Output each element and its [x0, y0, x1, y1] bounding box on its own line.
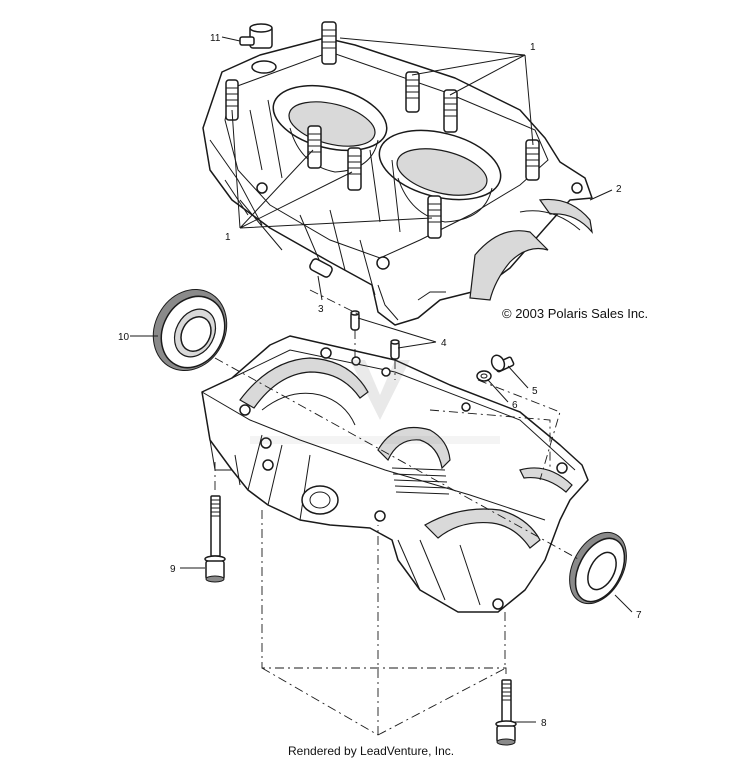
callout-10: 10 — [118, 332, 130, 343]
explosion-lines — [214, 289, 581, 736]
render-credit: Rendered by LeadVenture, Inc. — [288, 744, 455, 758]
fitting-elbow — [239, 23, 273, 49]
callout-3: 3 — [318, 304, 324, 315]
callout-11: 11 — [210, 33, 221, 44]
callout-8: 8 — [541, 718, 547, 729]
oil-seal-10 — [152, 288, 228, 372]
lower-crankcase — [201, 335, 589, 613]
callout-1-bottom: 1 — [225, 232, 231, 243]
copyright-notice: © 2003 Polaris Sales Inc. — [502, 306, 649, 321]
upper-crankcase — [202, 21, 593, 326]
cylinder-studs — [225, 21, 540, 239]
long-bolt-8 — [495, 679, 517, 746]
callout-5: 5 — [532, 386, 538, 397]
callout-2: 2 — [616, 184, 622, 195]
callout-labels: 1 1 2 3 4 5 6 7 8 9 10 11 — [118, 33, 642, 729]
dowel-pin-3 — [309, 258, 333, 278]
callout-6: 6 — [512, 400, 518, 411]
leader-lines — [130, 36, 633, 723]
callout-9: 9 — [170, 564, 176, 575]
watermark-logo — [250, 360, 500, 444]
oil-seal-7 — [569, 531, 627, 605]
callout-1-top: 1 — [530, 42, 536, 53]
callout-7: 7 — [636, 610, 642, 621]
bolt-5-washer-6 — [476, 354, 515, 382]
long-bolt-9 — [204, 495, 226, 583]
callout-4: 4 — [441, 338, 447, 349]
dowel-pins-4 — [350, 310, 400, 360]
